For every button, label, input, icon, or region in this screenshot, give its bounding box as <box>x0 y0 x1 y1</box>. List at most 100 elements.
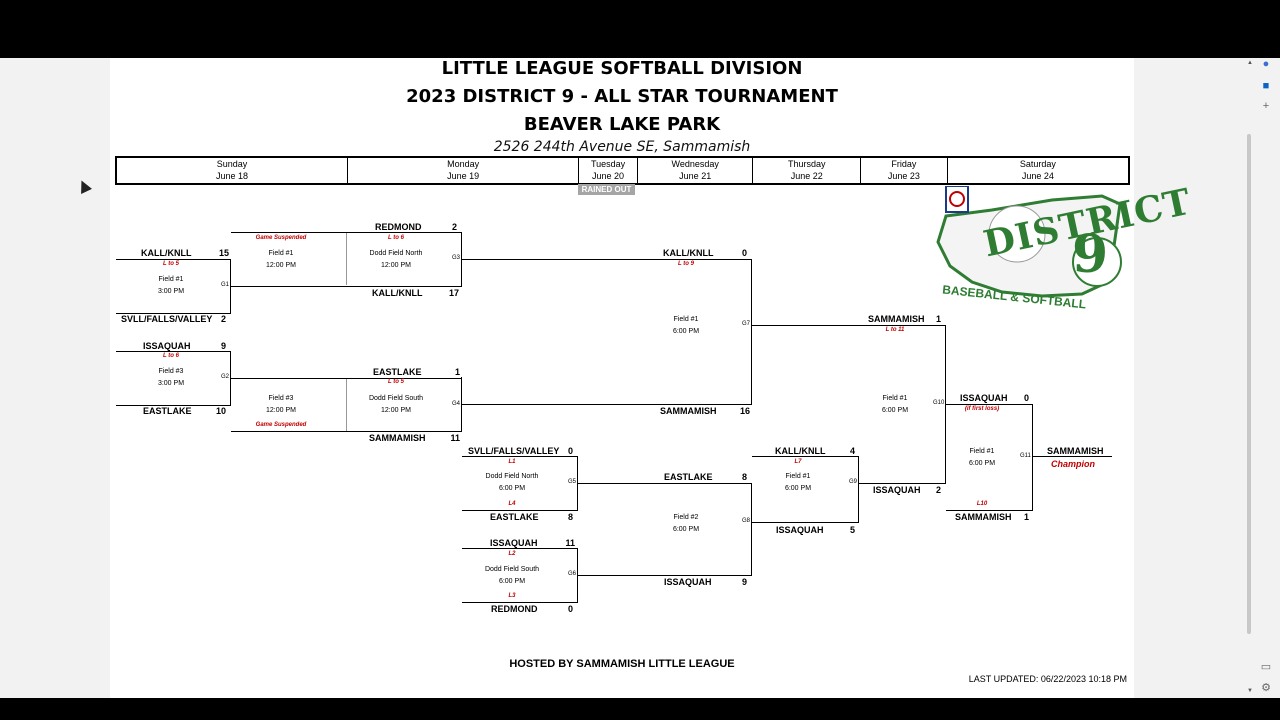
rained-out-badge: RAINED OUT <box>578 184 635 195</box>
team-name: ISSAQUAH <box>664 577 712 587</box>
team-score: 1 <box>454 367 460 377</box>
address: 2526 244th Avenue SE, Sammamish <box>493 139 751 155</box>
game-id: G2 <box>221 374 230 380</box>
vertical-scrollbar[interactable]: ▲ ▼ <box>1244 60 1254 696</box>
bracket-line <box>751 483 752 575</box>
bracket-line <box>116 351 231 352</box>
team-score: 2 <box>220 314 226 324</box>
team-name: SAMMAMISH <box>955 512 1012 522</box>
team-name: EASTLAKE <box>143 406 192 416</box>
team-name: KALL/KNLL <box>141 248 192 258</box>
bracket-line <box>751 325 946 326</box>
bracket-line <box>116 313 231 314</box>
bracket-line <box>946 510 1033 511</box>
bracket-line <box>858 483 946 484</box>
team-name: REDMOND <box>491 604 538 614</box>
divider <box>346 379 347 431</box>
bracket-line <box>461 404 752 405</box>
team-score: 8 <box>567 512 573 522</box>
team-name: KALL/KNLL <box>775 446 826 456</box>
bracket-line <box>231 431 462 432</box>
bracket-line <box>945 404 1033 405</box>
champion-label: Champion <box>1051 459 1095 469</box>
bracket-line <box>230 378 462 379</box>
team-score: 15 <box>218 248 229 258</box>
team-score: 1 <box>1023 512 1029 522</box>
bracket-line <box>1032 404 1033 510</box>
add-icon[interactable]: + <box>1262 100 1270 112</box>
loser-note: L to 5 <box>388 379 404 385</box>
outlook-icon[interactable]: ■ <box>1262 80 1270 92</box>
team-score: 2 <box>451 222 457 232</box>
team-score: 0 <box>567 446 573 456</box>
team-score: 0 <box>567 604 573 614</box>
loser-note: L1 <box>508 459 516 465</box>
team-name: SVLL/FALLS/VALLEY <box>121 314 213 324</box>
bracket-line <box>231 232 462 233</box>
bracket-line <box>116 405 231 406</box>
team-score: 0 <box>1023 393 1029 403</box>
loser-note: L to 11 <box>885 327 905 333</box>
loser-note: (if first loss) <box>964 406 1000 412</box>
bracket-line <box>230 286 462 287</box>
team-score: 16 <box>739 406 750 416</box>
game-id: G3 <box>452 255 461 261</box>
scrollbar-thumb[interactable] <box>1247 134 1251 634</box>
team-score: 11 <box>450 433 460 443</box>
bracket-line <box>462 456 578 457</box>
panel-icon[interactable]: ▭ <box>1260 661 1272 673</box>
team-score: 4 <box>849 446 855 456</box>
loser-note: L to 5 <box>163 261 179 267</box>
loser-note: L10 <box>976 501 988 507</box>
loser-note: L to 6 <box>163 353 179 359</box>
bracket-line <box>752 456 859 457</box>
team-score: 2 <box>935 485 941 495</box>
team-name: EASTLAKE <box>664 472 713 482</box>
extension-icon[interactable]: ● <box>1262 58 1270 70</box>
divider <box>346 233 347 285</box>
loser-note: L7 <box>794 459 802 465</box>
scroll-up-arrow[interactable]: ▲ <box>1247 60 1253 66</box>
logo-number: 9 <box>1072 224 1109 285</box>
team-score: 10 <box>215 406 226 416</box>
team-name: SAMMAMISH <box>369 433 426 443</box>
team-name: ISSAQUAH <box>776 525 824 535</box>
bracket-line <box>577 483 752 484</box>
loser-note: L4 <box>508 501 516 507</box>
team-name: SVLL/FALLS/VALLEY <box>468 446 560 456</box>
team-score: 5 <box>849 525 855 535</box>
team-name: KALL/KNLL <box>372 288 423 298</box>
game-id: G11 <box>1020 453 1031 459</box>
bracket-line <box>461 259 752 260</box>
team-score: 9 <box>741 577 747 587</box>
gear-icon[interactable]: ⚙ <box>1261 682 1271 694</box>
loser-note: L2 <box>508 551 516 557</box>
team-name: SAMMAMISH <box>660 406 717 416</box>
scroll-down-arrow[interactable]: ▼ <box>1247 688 1253 694</box>
document-page: LITTLE LEAGUE SOFTBALL DIVISION 2023 DIS… <box>110 58 1195 698</box>
game-id: G7 <box>742 321 751 327</box>
team-score: 17 <box>448 288 459 298</box>
champion-team: SAMMAMISH <box>1047 446 1104 456</box>
window-top-bar <box>0 0 1280 58</box>
loser-note: L to 9 <box>678 261 694 267</box>
suspended-note: Game Suspended <box>255 422 307 428</box>
hosted-by: HOSTED BY SAMMAMISH LITTLE LEAGUE <box>509 658 735 670</box>
team-name: SAMMAMISH <box>868 314 925 324</box>
loser-note: L3 <box>508 593 516 599</box>
bracket-line <box>462 602 578 603</box>
